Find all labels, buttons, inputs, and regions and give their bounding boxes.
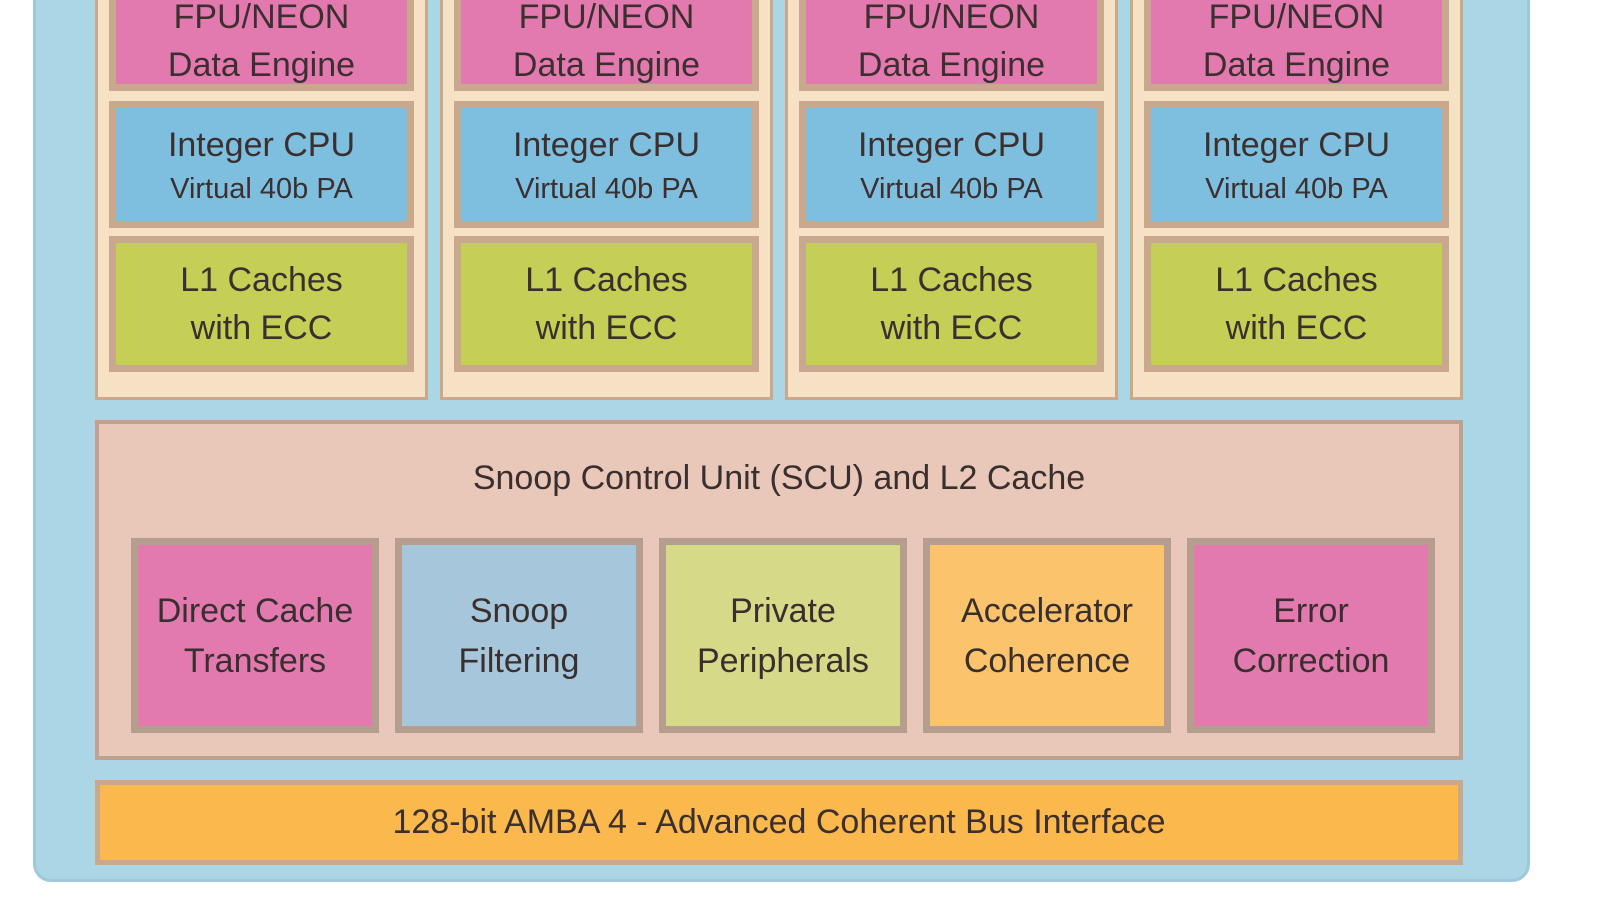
cpu-label: Integer CPU: [512, 125, 701, 164]
fpu-neon-block: FPU/NEON Data Engine: [799, 0, 1104, 91]
core-2: FPU/NEON Data Engine Integer CPU Virtual…: [440, 0, 773, 400]
l1-cache-block: L1 Caches with ECC: [1144, 236, 1449, 372]
core-4: FPU/NEON Data Engine Integer CPU Virtual…: [1130, 0, 1463, 400]
cpu-sublabel: Virtual 40b PA: [860, 172, 1043, 205]
core-3: FPU/NEON Data Engine Integer CPU Virtual…: [785, 0, 1118, 400]
fpu-sublabel: Data Engine: [167, 46, 356, 84]
l1-sublabel: with ECC: [880, 309, 1023, 347]
unit-label-line-1: Direct Cache: [156, 591, 354, 630]
cpu-sublabel: Virtual 40b PA: [170, 172, 353, 205]
l1-cache-block: L1 Caches with ECC: [799, 236, 1104, 372]
accelerator-coherence-block: Accelerator Coherence: [923, 538, 1171, 733]
amba-bus-interface: 128-bit AMBA 4 - Advanced Coherent Bus I…: [95, 780, 1463, 865]
unit-label-line-1: Accelerator: [961, 591, 1133, 630]
integer-cpu-block: Integer CPU Virtual 40b PA: [799, 101, 1104, 228]
unit-label-line-2: Filtering: [458, 641, 580, 680]
private-peripherals-block: Private Peripherals: [659, 538, 907, 733]
fpu-label: FPU/NEON: [1208, 0, 1385, 36]
unit-label-line-1: Snoop: [469, 591, 569, 630]
l1-cache-block: L1 Caches with ECC: [454, 236, 759, 372]
l1-label: L1 Caches: [180, 261, 343, 299]
integer-cpu-block: Integer CPU Virtual 40b PA: [454, 101, 759, 228]
l1-label: L1 Caches: [870, 261, 1033, 299]
unit-label-line-2: Coherence: [963, 641, 1131, 680]
fpu-label: FPU/NEON: [518, 0, 695, 36]
unit-label-line-2: Transfers: [183, 641, 327, 680]
cpu-label: Integer CPU: [167, 125, 356, 164]
cpu-label: Integer CPU: [857, 125, 1046, 164]
error-correction-block: Error Correction: [1187, 538, 1435, 733]
fpu-label: FPU/NEON: [863, 0, 1040, 36]
unit-label-line-1: Private: [730, 591, 836, 630]
l1-label: L1 Caches: [525, 261, 688, 299]
cpu-label: Integer CPU: [1202, 125, 1391, 164]
l1-label: L1 Caches: [1215, 261, 1378, 299]
fpu-neon-block: FPU/NEON Data Engine: [109, 0, 414, 91]
fpu-sublabel: Data Engine: [1202, 46, 1391, 84]
fpu-label: FPU/NEON: [173, 0, 350, 36]
scu-title: Snoop Control Unit (SCU) and L2 Cache: [472, 459, 1086, 497]
integer-cpu-block: Integer CPU Virtual 40b PA: [109, 101, 414, 228]
l1-sublabel: with ECC: [1225, 309, 1368, 347]
core-1: FPU/NEON Data Engine Integer CPU Virtual…: [95, 0, 428, 400]
unit-label-line-2: Correction: [1232, 641, 1390, 680]
integer-cpu-block: Integer CPU Virtual 40b PA: [1144, 101, 1449, 228]
unit-label-line-1: Error: [1273, 591, 1349, 630]
cpu-sublabel: Virtual 40b PA: [515, 172, 698, 205]
l1-sublabel: with ECC: [190, 309, 333, 347]
snoop-control-unit: Snoop Control Unit (SCU) and L2 Cache Di…: [95, 420, 1463, 760]
fpu-neon-block: FPU/NEON Data Engine: [1144, 0, 1449, 91]
cpu-sublabel: Virtual 40b PA: [1205, 172, 1388, 205]
fpu-sublabel: Data Engine: [857, 46, 1046, 84]
direct-cache-transfers-block: Direct Cache Transfers: [131, 538, 379, 733]
fpu-neon-block: FPU/NEON Data Engine: [454, 0, 759, 91]
l1-cache-block: L1 Caches with ECC: [109, 236, 414, 372]
unit-label-line-2: Peripherals: [697, 641, 869, 680]
fpu-sublabel: Data Engine: [512, 46, 701, 84]
bus-label: 128-bit AMBA 4 - Advanced Coherent Bus I…: [392, 803, 1166, 841]
snoop-filtering-block: Snoop Filtering: [395, 538, 643, 733]
l1-sublabel: with ECC: [535, 309, 678, 347]
